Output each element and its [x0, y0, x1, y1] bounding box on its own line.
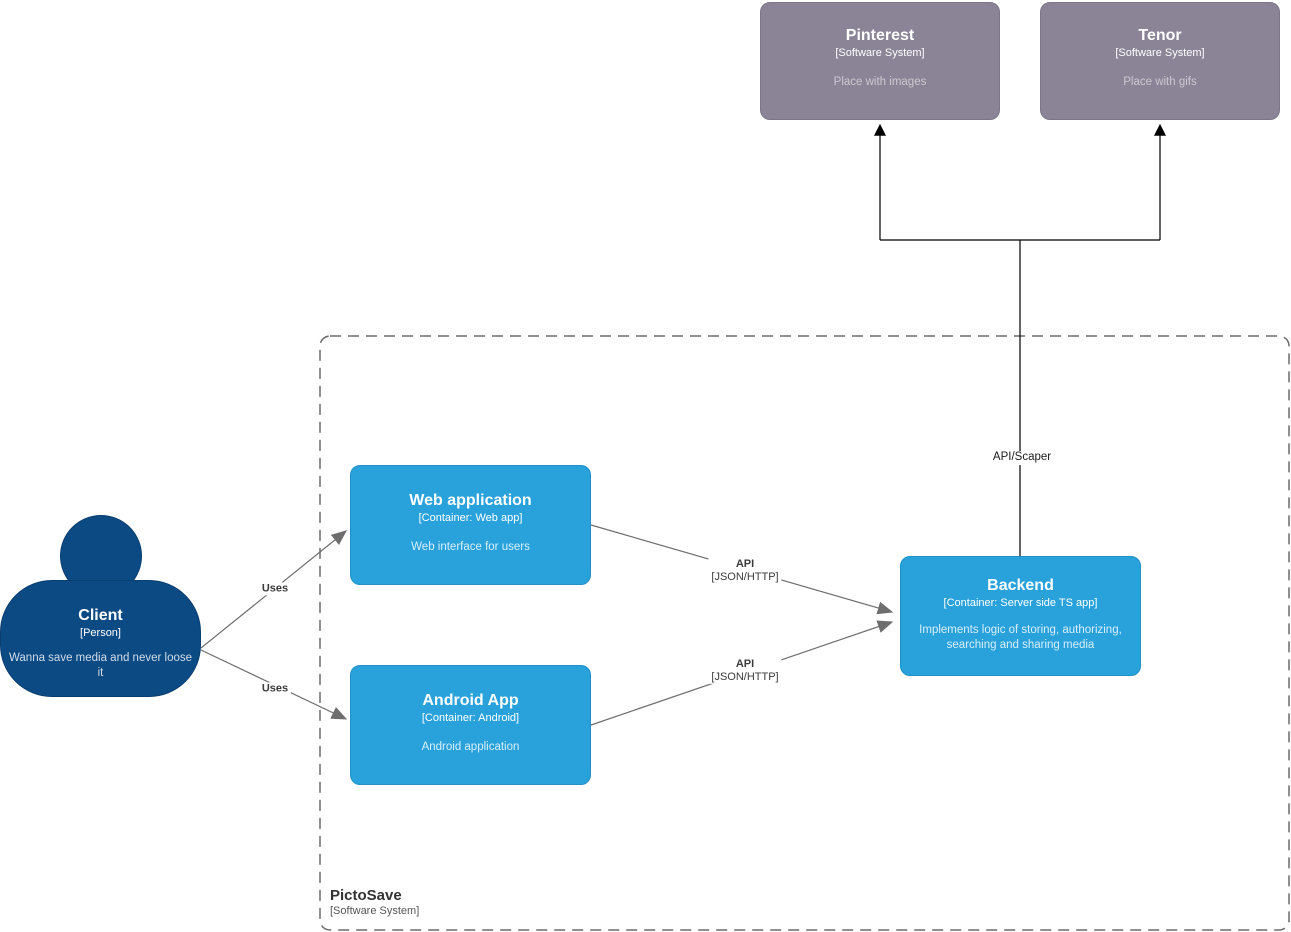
node-tenor-description: Place with gifs: [1123, 76, 1197, 89]
boundary-meta: [Software System]: [330, 905, 420, 917]
node-web-application-meta: [Container: Web app]: [418, 512, 523, 525]
node-tenor-meta: [Software System]: [1115, 47, 1205, 60]
node-web-application-title: Web application: [409, 492, 532, 509]
edge-label-uses-android-text: Uses: [261, 682, 289, 695]
node-client-title: Client: [78, 607, 123, 624]
node-backend-description: Implements logic of storing, authorizing…: [919, 624, 1122, 651]
node-android-app-title: Android App: [422, 692, 519, 709]
node-client-description: Wanna save media and never loose it: [8, 652, 193, 679]
boundary-title: PictoSave: [330, 887, 402, 904]
node-backend-title: Backend: [987, 577, 1054, 594]
edge-label-uses-android: Uses: [258, 682, 292, 696]
edge-label-api-webapp-text: API: [735, 557, 755, 570]
boundary-pictosave-outline: [319, 335, 1290, 931]
node-android-app-meta: [Container: Android]: [421, 712, 520, 725]
node-pinterest-title: Pinterest: [845, 27, 915, 44]
node-pinterest-meta: [Software System]: [835, 47, 925, 60]
edge-label-api-scaper: API/Scaper: [989, 451, 1055, 465]
edge-label-api-webapp: API [JSON/HTTP]: [708, 557, 782, 585]
edge-backend-trunk: [880, 239, 1160, 556]
node-web-application: Web application [Container: Web app] Web…: [350, 465, 591, 585]
boundary-pictosave-label: PictoSave [Software System]: [330, 887, 419, 917]
node-pinterest: Pinterest [Software System] Place with i…: [760, 2, 1000, 120]
edge-label-api-android-text: API: [735, 657, 755, 670]
edge-label-uses-webapp: Uses: [258, 582, 292, 596]
edge-label-api-webapp-tech: [JSON/HTTP]: [711, 571, 779, 583]
node-android-app-description: Android application: [421, 741, 520, 754]
edge-label-api-android-tech: [JSON/HTTP]: [711, 671, 779, 683]
edge-label-api-android: API [JSON/HTTP]: [708, 657, 782, 685]
node-android-app: Android App [Container: Android] Android…: [350, 665, 591, 785]
edge-label-api-scaper-text: API/Scaper: [992, 451, 1052, 464]
node-backend-meta: [Container: Server side TS app]: [943, 597, 1098, 610]
node-backend: Backend [Container: Server side TS app] …: [900, 556, 1141, 676]
edge-label-uses-webapp-text: Uses: [261, 582, 289, 595]
node-tenor-title: Tenor: [1138, 27, 1182, 44]
node-web-application-description: Web interface for users: [411, 541, 530, 554]
node-client: Client [Person] Wanna save media and nev…: [0, 580, 201, 697]
node-tenor: Tenor [Software System] Place with gifs: [1040, 2, 1280, 120]
node-pinterest-description: Place with images: [833, 76, 927, 89]
node-client-meta: [Person]: [80, 627, 121, 640]
